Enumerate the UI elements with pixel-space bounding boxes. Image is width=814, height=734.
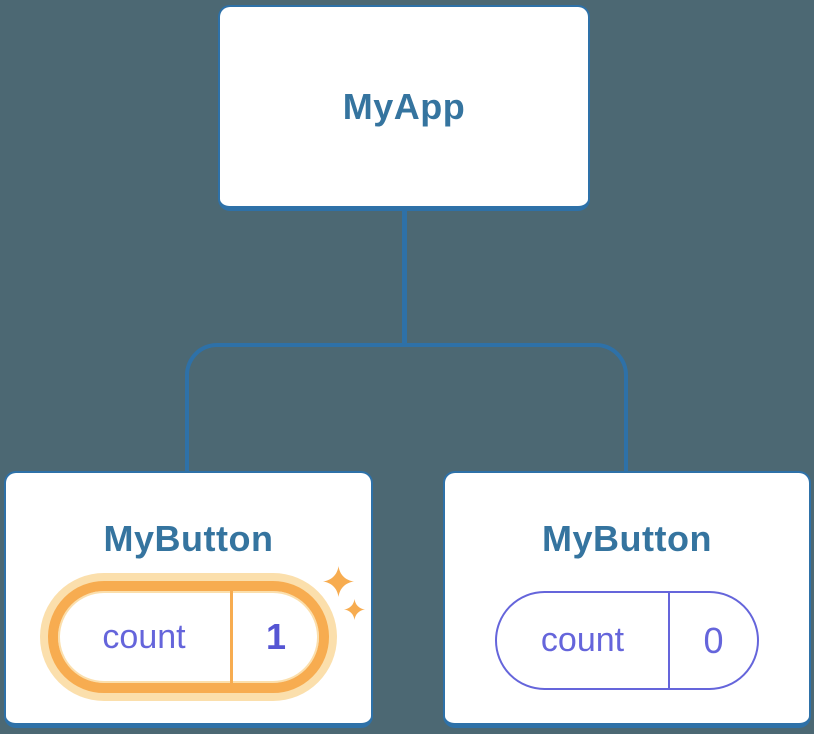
sparkle-icon: [344, 599, 365, 620]
state-key-label: count: [540, 621, 625, 659]
state-key-label: count: [102, 617, 186, 656]
state-value: 0: [703, 619, 724, 661]
state-pill-divider: [668, 593, 670, 688]
branch-connector: [185, 343, 628, 472]
sparkle-icon: [323, 566, 354, 597]
myapp-title: MyApp: [342, 85, 466, 127]
root-connector-line: [402, 209, 407, 345]
myapp-card: MyApp: [218, 5, 590, 211]
state-pill-glow: count 1: [40, 573, 337, 701]
state-pill-highlighted: count 1: [40, 566, 365, 701]
mybutton-left-card: MyButton count 1: [4, 471, 373, 728]
mybutton-right-title: MyButton: [542, 518, 712, 559]
state-pill: count 0: [495, 591, 759, 690]
state-value: 1: [265, 616, 287, 657]
mybutton-left-title: MyButton: [103, 518, 274, 559]
mybutton-right-card: MyButton count 0: [443, 471, 811, 728]
state-pill-divider: [230, 591, 233, 683]
